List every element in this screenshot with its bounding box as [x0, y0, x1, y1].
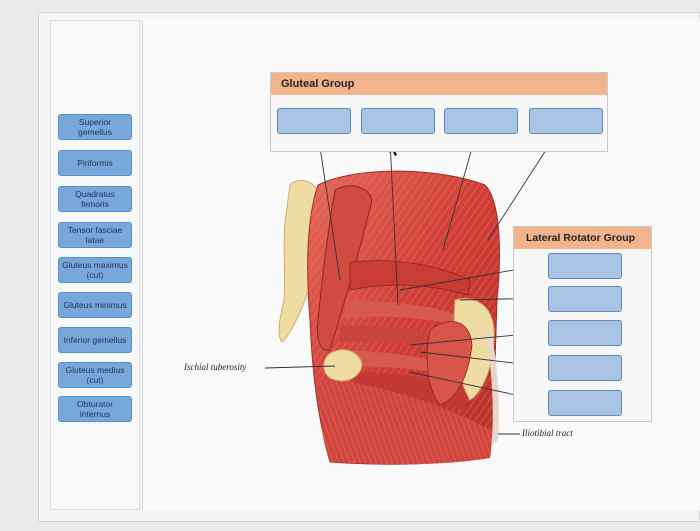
gluteus-maximus-cut [317, 185, 373, 351]
label-superior-gemellus[interactable]: Superior gemellus [58, 114, 132, 140]
label-gluteus-minimus[interactable]: Gluteus minimus [58, 292, 132, 318]
gluteal-drop-slot-3[interactable] [444, 108, 518, 134]
gluteal-leader-lines [317, 133, 556, 306]
iliotibial-tract-label: Iliotibial tract [522, 428, 573, 438]
gemellus-superior [345, 300, 470, 328]
rotator-drop-slot-5[interactable] [548, 390, 622, 416]
rotator-drop-slot-4[interactable] [548, 355, 622, 381]
iliotibial-tract-band [485, 330, 499, 445]
label-piriformis[interactable]: Piriformis [58, 150, 132, 176]
gluteal-drop-slot-1[interactable] [277, 108, 351, 134]
rotator-drop-slot-3[interactable] [548, 320, 622, 346]
label-tensor-fasciae-latae[interactable]: Tensor fasciae latae [58, 222, 132, 248]
label-inferior-gemellus[interactable]: Inferior gemellus [58, 327, 132, 353]
label-quadratus-femoris[interactable]: Quadratus femoris [58, 186, 132, 212]
gluteal-drop-slot-4[interactable] [529, 108, 603, 134]
rotator-drop-slot-2[interactable] [548, 286, 622, 312]
lateral-rotator-group-title: Lateral Rotator Group [514, 227, 651, 249]
label-obturator-internus[interactable]: Obturator internus [58, 396, 132, 422]
ischial-tuberosity-bone [323, 349, 363, 382]
rotator-drop-slot-1[interactable] [548, 253, 622, 279]
hamstring-fibers [319, 380, 492, 465]
ischial-tuberosity-label: Ischial tuberosity [184, 362, 247, 372]
label-gluteus-maximus-cut[interactable]: Gluteus maximus (cut) [58, 257, 132, 283]
piriformis-muscle [349, 260, 471, 296]
gluteal-drop-slot-2[interactable] [361, 108, 435, 134]
gluteal-group-title: Gluteal Group [271, 73, 607, 95]
label-gluteus-medius-cut[interactable]: Gluteus medius (cut) [58, 362, 132, 388]
